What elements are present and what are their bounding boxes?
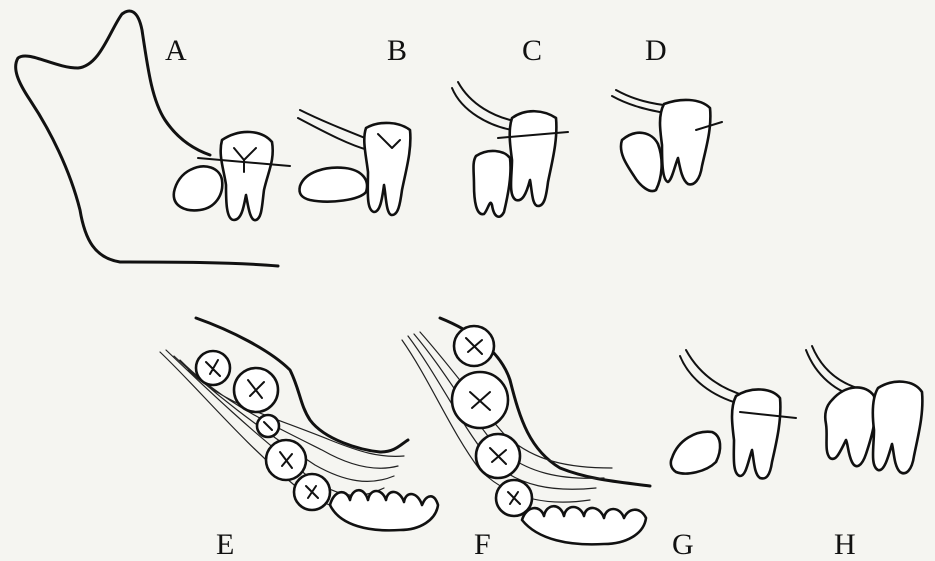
label-g: G <box>672 530 694 560</box>
label-h: H <box>834 530 856 560</box>
second-molar-c <box>510 111 557 206</box>
label-b: B <box>387 36 407 66</box>
second-molar-h <box>873 382 923 474</box>
anterior-teeth-f <box>522 506 646 544</box>
second-molar-b <box>364 123 410 215</box>
figure-d <box>612 90 722 191</box>
impacted-tooth-g <box>671 432 720 474</box>
label-f: F <box>474 530 491 560</box>
nerve-line-b <box>298 110 370 150</box>
third-molar-h <box>825 387 875 466</box>
figure-g <box>671 350 796 478</box>
impacted-tooth-a <box>174 166 222 210</box>
anterior-teeth-e <box>330 490 438 530</box>
figure-h <box>806 346 922 473</box>
label-d: D <box>645 36 667 66</box>
impacted-tooth-b <box>299 168 367 202</box>
ramus-contour-e <box>196 318 408 452</box>
label-c: C <box>522 36 542 66</box>
second-molar-a <box>221 132 273 220</box>
label-a: A <box>165 36 187 66</box>
figure-e <box>160 318 438 530</box>
second-molar-g <box>732 389 780 478</box>
impacted-tooth-c <box>474 151 511 217</box>
figure-a <box>16 11 290 266</box>
figure-f <box>402 318 650 544</box>
impacted-tooth-d <box>621 133 662 191</box>
figure-b <box>298 110 410 215</box>
figure-c <box>452 82 568 217</box>
second-molar-d <box>660 100 710 184</box>
label-e: E <box>216 530 234 560</box>
